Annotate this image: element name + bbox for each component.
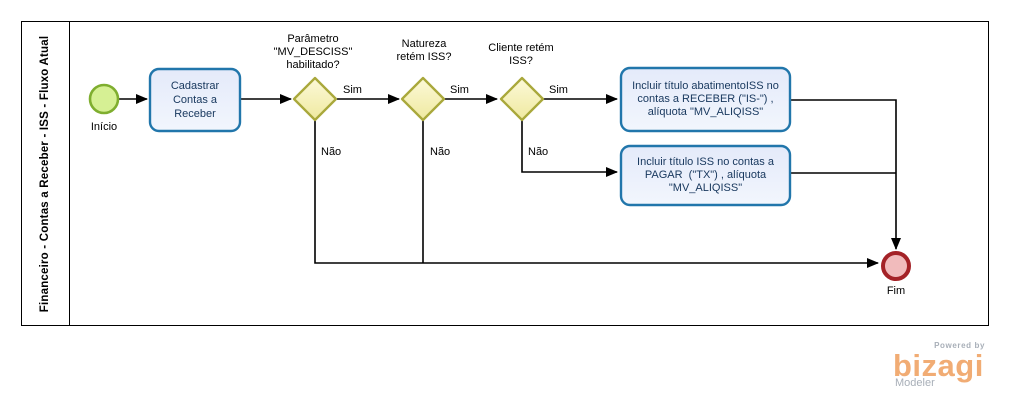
- gateway-parametro-label: Parâmetro "MV_DESCISS" habilitado?: [273, 33, 353, 71]
- gateway-parametro-shape: [292, 76, 338, 122]
- edge-label-nao-3: Não: [528, 146, 549, 158]
- gateway-cliente-shape: [499, 76, 545, 122]
- edge-label-sim-2: Sim: [450, 84, 469, 96]
- powered-by-text: Powered by: [934, 341, 985, 350]
- edge-label-sim-1: Sim: [343, 84, 362, 96]
- task-cadastrar-shape: [148, 67, 242, 133]
- bizagi-logo: bizagi: [893, 348, 984, 383]
- gateway-natureza-label: Natureza retém ISS?: [396, 38, 452, 63]
- flow-gw3-nao-to-pagar: [521, 120, 618, 177]
- task-receber-label: Incluir título abatimentoISS no contas a…: [632, 80, 779, 118]
- start-event-circle: [88, 83, 120, 115]
- task-pagar-label: Incluir título ISS no contas a PAGAR ("T…: [637, 156, 774, 194]
- bpmn-pool: Financeiro - Contas a Receber - ISS - Fl…: [21, 21, 989, 326]
- edge-label-nao-1: Não: [321, 146, 342, 158]
- edge-label-nao-2: Não: [430, 146, 451, 158]
- start-event-label: Início: [90, 121, 118, 133]
- sequence-flows: [119, 94, 901, 268]
- bizagi-product-text: Modeler: [895, 377, 935, 389]
- task-receber-shape: [619, 66, 792, 133]
- bizagi-branding: Powered by bizagi Modeler: [893, 341, 988, 389]
- edge-label-sim-3: Sim: [549, 84, 568, 96]
- end-event-label: Fim: [886, 285, 906, 297]
- task-pagar-shape: [619, 144, 792, 207]
- gateway-natureza-shape: [400, 76, 446, 122]
- task-cadastrar-label: Cadastrar Contas a Receber: [170, 80, 220, 120]
- gateway-cliente-label: Cliente retém ISS?: [488, 42, 554, 67]
- end-event-circle: [881, 251, 911, 281]
- flow-receber-to-end: [790, 99, 901, 250]
- lane-title-cell: Financeiro - Contas a Receber - ISS - Fl…: [22, 22, 70, 325]
- flow-gw1-nao-to-end: [314, 120, 879, 268]
